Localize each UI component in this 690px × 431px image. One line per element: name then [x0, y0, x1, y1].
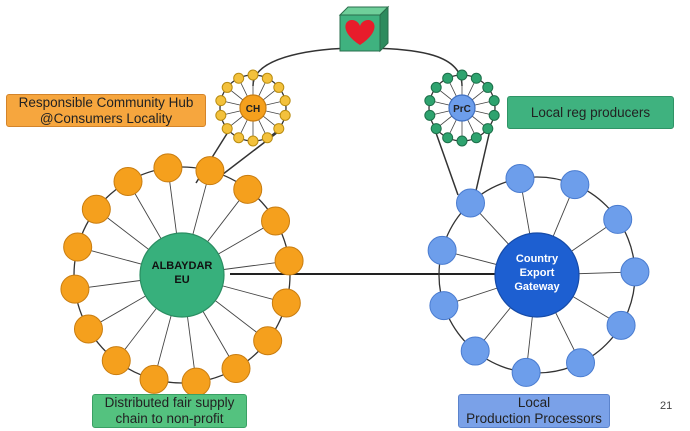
albaydar-node [153, 153, 183, 183]
gateway-node [620, 257, 650, 287]
albaydar-label-line2: EU [174, 274, 189, 286]
gateway-label-line1: Country [516, 253, 559, 265]
gateway-label-line3: Gateway [514, 281, 560, 293]
prc-zoom-line-right [474, 129, 491, 196]
gateway-cluster [427, 163, 650, 387]
albaydar-node [73, 314, 103, 344]
gateway-node [427, 235, 457, 265]
ch-node [261, 72, 273, 84]
prc-node [482, 81, 494, 93]
gateway-center [494, 232, 580, 318]
local-producers-label: Local reg producers [507, 96, 674, 129]
albaydar-node [233, 174, 263, 204]
ch-node [221, 81, 233, 93]
gateway-node [456, 188, 486, 218]
prc-node [482, 123, 494, 135]
prc-node [456, 135, 468, 147]
ch-node [215, 95, 227, 107]
ch-node [221, 123, 233, 135]
ch-node [233, 72, 245, 84]
albaydar-node [261, 206, 291, 236]
gateway-node [603, 204, 633, 234]
community-hub-cluster [215, 69, 291, 147]
ch-node [279, 95, 291, 107]
community-hub-label: Responsible Community Hub @Consumers Loc… [6, 94, 206, 127]
ch-node-label: CH [246, 104, 260, 115]
prc-node [442, 72, 454, 84]
ch-node [247, 135, 259, 147]
prc-node [456, 69, 468, 81]
albaydar-node [113, 166, 143, 196]
prc-center [448, 94, 476, 122]
albaydar-node [271, 288, 301, 318]
albaydar-node [63, 232, 93, 262]
cube-link-curve [252, 47, 463, 87]
albaydar-node [253, 326, 283, 356]
prc-node [430, 123, 442, 135]
prc-node [424, 95, 436, 107]
gateway-node [606, 310, 636, 340]
prc-node [430, 81, 442, 93]
ch-node [273, 123, 285, 135]
producers-cluster [424, 69, 500, 147]
gateway-node [560, 170, 590, 200]
ch-node [261, 132, 273, 144]
albaydar-label-line1: ALBAYDAR [152, 260, 213, 272]
albaydar-cluster [60, 153, 304, 397]
page-number: 21 [660, 400, 673, 412]
prc-node-label: PrC [453, 104, 471, 115]
supply-chain-label: Distributed fair supply chain to non-pro… [92, 394, 247, 428]
albaydar-node [274, 246, 304, 276]
gateway-node [460, 336, 490, 366]
albaydar-node [139, 364, 169, 394]
ch-node [215, 109, 227, 121]
ch-node [279, 109, 291, 121]
prc-node [470, 132, 482, 144]
albaydar-node [195, 156, 225, 186]
albaydar-node [60, 274, 90, 304]
ch-node [247, 69, 259, 81]
gateway-label-line2: Export [520, 267, 555, 279]
prc-node [488, 95, 500, 107]
ch-node [233, 132, 245, 144]
green-cube-heart-icon [338, 5, 390, 53]
production-processors-label: Local Production Processors [458, 394, 610, 428]
prc-node [488, 109, 500, 121]
gateway-node [511, 357, 541, 387]
albaydar-node [181, 367, 211, 397]
albaydar-center [139, 232, 225, 318]
gateway-node [566, 348, 596, 378]
ch-center [239, 94, 267, 122]
albaydar-node [81, 194, 111, 224]
albaydar-node [101, 346, 131, 376]
prc-node [424, 109, 436, 121]
ch-node [273, 81, 285, 93]
prc-node [470, 72, 482, 84]
albaydar-node [221, 354, 251, 384]
gateway-node [505, 163, 535, 193]
gateway-node [429, 291, 459, 321]
prc-node [442, 132, 454, 144]
prc-zoom-line-left [434, 129, 459, 196]
